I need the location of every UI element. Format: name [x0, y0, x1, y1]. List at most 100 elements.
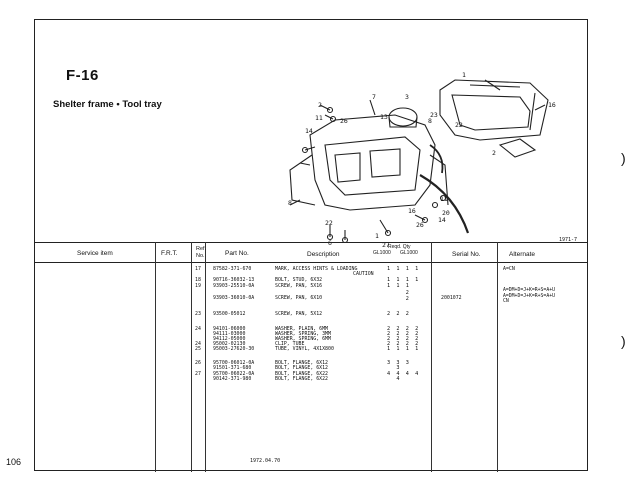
- header-service-item: Service item: [77, 250, 113, 257]
- row-description: WASHER, SPRING, 3MM: [275, 331, 331, 337]
- row-qty: 2 2 2 2: [387, 326, 419, 332]
- row-qty: 2 2 2 2: [387, 336, 419, 342]
- header-application: Alternate: [509, 251, 536, 258]
- row-part-no: 90142-371-980: [213, 376, 252, 382]
- callout: 23: [430, 111, 438, 119]
- row-application: A=DM+D=J+K=R+S=A+U A=DM+D=J+K=R+S=A+U CN: [503, 288, 555, 304]
- row-part-no: 94112-05000: [213, 336, 246, 342]
- callout: 26: [340, 117, 348, 125]
- callout: 8: [428, 117, 432, 125]
- callout: 1: [462, 71, 466, 79]
- callout: 2: [318, 101, 322, 109]
- callout: 6: [328, 239, 332, 247]
- callout: 16: [548, 101, 556, 109]
- callout: 13: [380, 113, 388, 121]
- row-qty: 3: [387, 365, 400, 371]
- header-description: Description: [307, 251, 340, 258]
- row-description: SCREW, PAN, 6X10: [275, 295, 323, 301]
- callout: 7: [372, 93, 376, 101]
- row-part-no: 87582-371-670: [213, 266, 252, 272]
- header-frt: F.R.T.: [161, 250, 178, 257]
- header-part-no: Part No.: [225, 250, 249, 257]
- page-title: Shelter frame • Tool tray: [53, 99, 162, 110]
- row-ref: 26: [195, 360, 201, 366]
- callout: 14: [305, 127, 313, 135]
- row-description: WASHER, PLAIN, 6MM: [275, 326, 328, 332]
- callout: 16: [408, 207, 416, 215]
- row-ref: 25: [195, 346, 201, 352]
- row-description: CLIP, TUBE: [275, 341, 305, 347]
- page-number: 106: [6, 457, 22, 467]
- row-description: SCREW, PAN, 5X12: [275, 311, 323, 317]
- callout: 8: [288, 199, 292, 207]
- figure-code: 1971-7: [558, 237, 577, 243]
- row-qty: 1 1 1 1: [387, 277, 419, 283]
- row-ref: 24: [195, 341, 201, 347]
- binder-hole-icon: ): [621, 150, 626, 166]
- row-part-no: 93500-05012: [213, 311, 246, 317]
- row-ref: 24: [195, 326, 201, 332]
- row-ref: 18: [195, 277, 201, 283]
- row-description: TUBE, VINYL, 4X1X800: [275, 346, 334, 352]
- row-description: BOLT, FLANGE, 6X22: [275, 376, 328, 382]
- row-serial-no: 2001072: [441, 295, 462, 301]
- row-description: MARK, ACCESS HINTS & LOADING: [275, 266, 358, 272]
- tool-tray-shape: [439, 79, 549, 141]
- table-top-rule: [35, 242, 587, 243]
- row-qty: 4 4 4 4: [387, 371, 419, 377]
- header-model-2: GL1000: [400, 250, 418, 256]
- row-part-no: 90716-36032-13: [213, 277, 255, 283]
- row-part-no: 93903-25510-0A: [213, 283, 255, 289]
- row-qty: 4: [387, 376, 400, 382]
- row-description: SCREW, PAN, 5X16: [275, 283, 323, 289]
- row-qty: 2 2 2: [387, 311, 409, 317]
- row-ref: 23: [195, 311, 201, 317]
- callout: 11: [315, 114, 323, 122]
- row-part-no: 95002-02130: [213, 341, 246, 347]
- callout: 2: [492, 149, 496, 157]
- row-part-no: 91501-371-680: [213, 365, 252, 371]
- table-header-rule: [35, 262, 587, 263]
- parts-page: F-16 Shelter frame • Tool tray: [34, 19, 588, 472]
- row-description: BOLT, FLANGE, 6X22: [275, 371, 328, 377]
- exploded-parts-diagram: 1 16 2 2 7 3 11 26 14 13 23 8 22 8 22 6 …: [288, 71, 556, 249]
- callout: 22: [325, 219, 333, 227]
- row-ref: 27: [195, 371, 201, 377]
- row-part-no: 94101-06000: [213, 326, 246, 332]
- row-part-no: 95700-06022-0A: [213, 371, 255, 377]
- row-part-no: 93903-36010-0A: [213, 295, 255, 301]
- row-qty: 1 1 1: [387, 283, 409, 289]
- row-ref: 19: [195, 283, 201, 289]
- callout: 22: [455, 121, 463, 129]
- row-part-no: 95700-06012-0A: [213, 360, 255, 366]
- row-description: BOLT, STUD, 6X32: [275, 277, 323, 283]
- callout: 1: [375, 232, 379, 240]
- binder-hole-icon: ): [621, 333, 626, 349]
- callout: 20: [442, 209, 450, 217]
- header-reqd-qty: Reqd. Qty: [388, 244, 411, 250]
- row-description: BOLT, FLANGE, 6X12: [275, 360, 328, 366]
- row-description-2: CAUTION: [353, 271, 374, 277]
- row-qty: 2 2: [405, 290, 409, 302]
- header-ref-no: Ref. No.: [196, 246, 207, 259]
- callout: 3: [405, 93, 409, 101]
- row-qty: 3 3 3: [387, 360, 409, 366]
- callout: 14: [438, 216, 446, 224]
- row-qty: 1 1 1 1: [387, 346, 419, 352]
- row-qty: 2 2 2 2: [387, 331, 419, 337]
- row-description: WASHER, SPRING, 6MM: [275, 336, 331, 342]
- row-qty: 1 1 1 1: [387, 266, 419, 272]
- callout: 11: [440, 195, 448, 203]
- row-application: A=CN: [503, 266, 515, 272]
- footer-date: 1972.04.70: [250, 458, 281, 464]
- row-part-no: 95003-27620-30: [213, 346, 255, 352]
- row-ref: 17: [195, 266, 201, 272]
- header-serial-no: Serial No.: [452, 251, 481, 258]
- callout: 27: [382, 241, 390, 249]
- page-code: F-16: [66, 67, 99, 84]
- row-part-no: 94111-03000: [213, 331, 246, 337]
- header-model-1: GL1000: [373, 250, 391, 256]
- row-description: BOLT, FLANGE, 6X12: [275, 365, 328, 371]
- row-qty: 2 2 2 2: [387, 341, 419, 347]
- callout: 26: [416, 221, 424, 229]
